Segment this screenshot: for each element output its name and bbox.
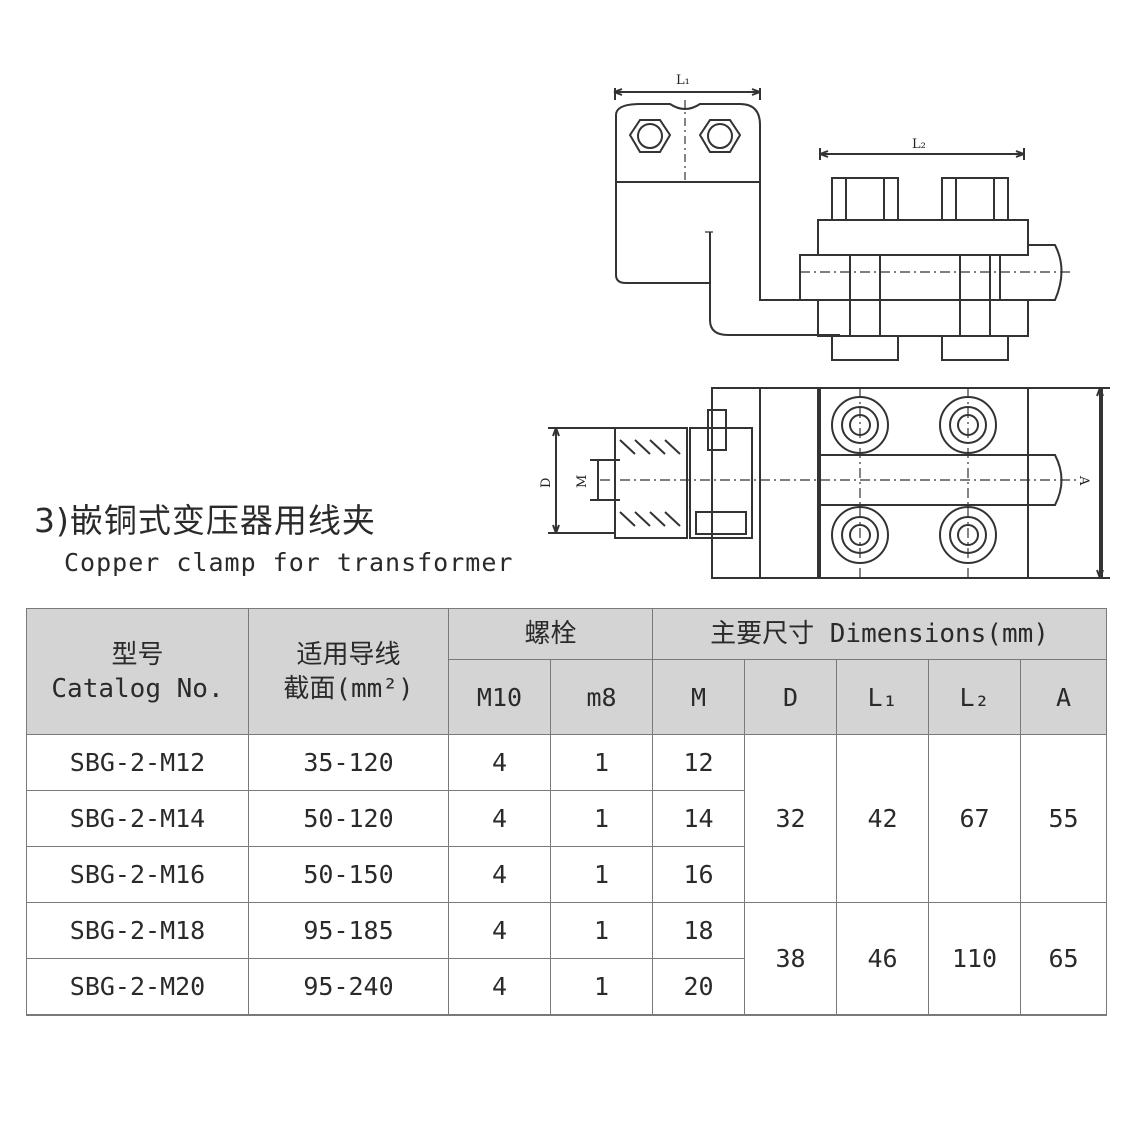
cell-m10: 4	[448, 902, 551, 959]
table-row: SBG-2-M12 35-120 4 1 12 32 42 67 55	[26, 734, 1108, 903]
cell-a-group1: 55	[1020, 734, 1108, 903]
header-section-cn2: 截面(mm²)	[283, 673, 414, 704]
header-l1: L₁	[836, 659, 930, 735]
cell-m8: 1	[549, 902, 654, 959]
table-row: SBG-2-M20 95-240 4 1 20	[26, 958, 1107, 1016]
clamp-technical-drawing: L₁ L₂ D M A	[539, 73, 1110, 579]
label-d: D	[539, 478, 554, 488]
cell-catalog: SBG-2-M14	[26, 790, 249, 847]
cell-m: 14	[652, 790, 746, 847]
cell-a-group2: 65	[1020, 902, 1108, 1016]
cell-catalog: SBG-2-M16	[26, 846, 249, 903]
cell-l1-group1: 42	[836, 734, 930, 903]
cell-m10: 4	[448, 790, 551, 847]
label-a: A	[1076, 475, 1091, 486]
section-title-chinese: 3)嵌铜式变压器用线夹	[34, 501, 376, 540]
header-catalog-en: Catalog No.	[51, 673, 224, 704]
cell-catalog: SBG-2-M18	[26, 902, 249, 959]
cell-section: 50-120	[248, 790, 449, 847]
header-m: M	[652, 659, 746, 735]
cell-m8: 1	[549, 790, 654, 847]
cell-m8: 1	[549, 734, 654, 791]
header-m10: M10	[448, 659, 551, 735]
cell-l1-group2: 46	[836, 902, 930, 1016]
table-row: SBG-2-M14 50-120 4 1 14	[26, 790, 1107, 847]
cell-d-group2: 38	[744, 902, 838, 1016]
cell-m10: 4	[448, 958, 551, 1016]
header-l2: L₂	[928, 659, 1022, 735]
cell-m: 16	[652, 846, 746, 903]
header-d: D	[744, 659, 838, 735]
header-a: A	[1020, 659, 1108, 735]
cell-section: 50-150	[248, 846, 449, 903]
cell-m: 18	[652, 902, 746, 959]
header-bolt: 螺栓	[447, 608, 654, 660]
header-m8: m8	[549, 659, 654, 735]
specification-table: 型号 Catalog No. 适用导线 截面(mm²) 螺栓 主要尺寸 Dime…	[26, 608, 1108, 1016]
header-catalog: 型号 Catalog No.	[26, 608, 249, 735]
cell-section: 95-240	[248, 958, 449, 1016]
cell-m: 20	[652, 958, 746, 1016]
cell-l2-group1: 67	[928, 734, 1022, 903]
cell-section: 35-120	[248, 734, 449, 791]
table-row: SBG-2-M18 95-185 4 1 18 38 46 110 65	[26, 902, 1108, 1016]
header-section: 适用导线 截面(mm²)	[248, 608, 449, 735]
cell-m: 12	[652, 734, 746, 791]
cell-m8: 1	[549, 958, 654, 1016]
cell-m10: 4	[448, 846, 551, 903]
cell-d-group1: 32	[744, 734, 838, 903]
header-section-cn: 适用导线	[296, 639, 401, 670]
table-row: SBG-2-M16 50-150 4 1 16	[26, 846, 1107, 903]
label-l1: L₁	[676, 73, 690, 88]
header-catalog-cn: 型号	[111, 639, 164, 670]
header-dimensions: 主要尺寸 Dimensions(mm)	[652, 608, 1108, 660]
section-title-english: Copper clamp for transformer	[64, 548, 514, 577]
cell-m8: 1	[549, 846, 654, 903]
cell-catalog: SBG-2-M12	[26, 734, 249, 791]
label-m: M	[575, 475, 590, 488]
cell-section: 95-185	[248, 902, 449, 959]
cell-catalog: SBG-2-M20	[26, 958, 249, 1016]
label-l2: L₂	[912, 137, 926, 152]
cell-m10: 4	[448, 734, 551, 791]
cell-l2-group2: 110	[928, 902, 1022, 1016]
